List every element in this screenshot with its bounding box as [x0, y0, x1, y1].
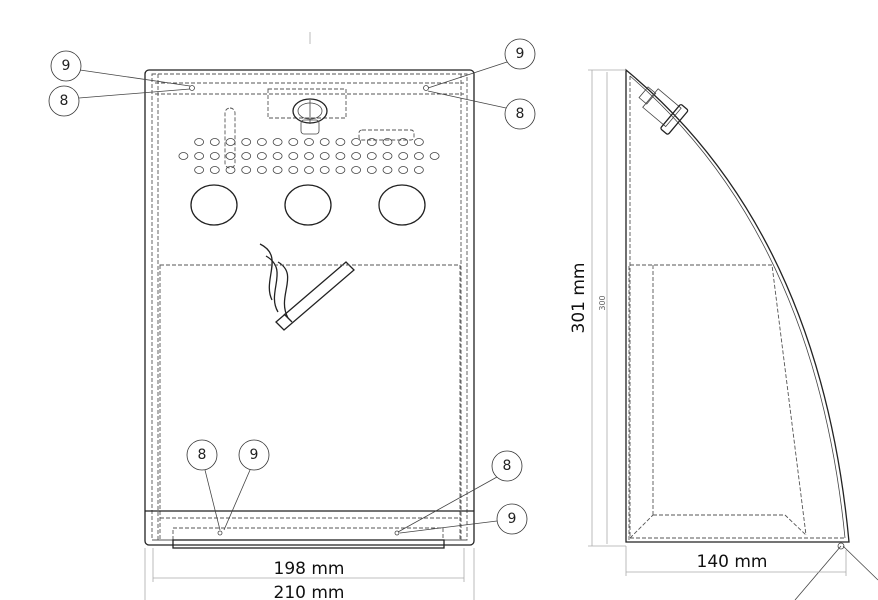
vent-hole	[209, 166, 220, 174]
vent-hole	[241, 166, 252, 174]
callout-circle	[48, 85, 80, 117]
vent-hole	[398, 152, 409, 160]
callout-circle	[504, 98, 536, 130]
vent-hole	[413, 138, 424, 146]
vent-hole	[256, 166, 267, 174]
height-reference-label: 300	[598, 295, 607, 310]
vent-hole	[335, 166, 346, 174]
depth-label: 140 mm	[697, 552, 768, 572]
side-view	[625, 68, 878, 600]
screw-hole	[423, 85, 429, 91]
callout-circle	[491, 450, 523, 482]
vent-holes	[178, 138, 440, 174]
callout-number: 8	[60, 93, 69, 109]
height-label: 301 mm	[569, 263, 589, 334]
vent-hole	[335, 138, 346, 146]
vent-hole	[366, 138, 377, 146]
callout-balloon: 9	[496, 503, 528, 535]
vent-hole	[319, 152, 330, 160]
inner-width-label: 198 mm	[274, 559, 345, 579]
large-opening	[378, 184, 426, 226]
large-opening	[190, 184, 238, 226]
vent-hole	[288, 138, 299, 146]
vent-hole	[241, 152, 252, 160]
vent-hole	[272, 152, 283, 160]
vent-hole	[178, 152, 189, 160]
vent-hole	[225, 166, 236, 174]
vent-hole	[194, 166, 205, 174]
vent-hole	[398, 138, 409, 146]
vent-hole	[319, 166, 330, 174]
window-dashed	[159, 264, 461, 541]
callout-number: 9	[250, 447, 259, 463]
callout-balloon: 9	[50, 50, 82, 82]
front-view	[144, 69, 475, 549]
outer-width-label: 210 mm	[274, 583, 345, 600]
callout-number: 9	[508, 511, 517, 527]
vent-hole	[209, 138, 220, 146]
front-outline	[144, 69, 475, 546]
vent-hole	[319, 138, 330, 146]
vent-hole	[256, 138, 267, 146]
vent-hole	[288, 166, 299, 174]
vent-hole	[398, 166, 409, 174]
vent-hole	[304, 166, 314, 174]
label-area-dashed	[358, 129, 415, 141]
callout-number: 8	[198, 447, 207, 463]
callout-balloon: 8	[186, 439, 218, 471]
vent-hole	[256, 152, 267, 160]
bottom-plate	[172, 539, 445, 549]
vent-hole	[335, 152, 346, 160]
vent-hole	[366, 166, 377, 174]
side-dimensions: 301 mm 300 140 mm	[569, 69, 847, 576]
vent-hole	[272, 138, 283, 146]
lock-icon	[267, 88, 347, 135]
callout-number: 8	[516, 106, 525, 122]
callout-balloon: 8	[48, 85, 80, 117]
vent-hole	[413, 166, 424, 174]
vent-hole	[288, 152, 299, 160]
no-smoking-symbol-icon	[259, 243, 355, 331]
callout-number: 9	[516, 46, 525, 62]
side-outline	[625, 68, 850, 543]
vent-hole	[194, 152, 205, 160]
callout-balloon: 9	[238, 439, 270, 471]
lock-side-icon	[638, 86, 689, 135]
slot-dashed	[224, 107, 236, 169]
callout-balloon: 8	[491, 450, 523, 482]
vent-hole	[413, 152, 424, 160]
vent-hole	[272, 166, 283, 174]
vent-hole	[351, 152, 362, 160]
vent-hole	[225, 138, 236, 146]
callout-circle	[504, 38, 536, 70]
callout-balloon: 8	[504, 98, 536, 130]
vent-hole	[382, 152, 393, 160]
vent-hole	[209, 152, 220, 160]
callout-circle	[50, 50, 82, 82]
vent-hole	[351, 166, 362, 174]
vent-hole	[304, 138, 314, 146]
vent-hole	[304, 152, 314, 160]
vent-hole	[225, 152, 236, 160]
callout-leaders	[78, 61, 508, 534]
vent-hole	[366, 152, 377, 160]
vent-hole	[351, 138, 362, 146]
callout-circle	[496, 503, 528, 535]
large-opening	[284, 184, 332, 226]
vent-hole	[382, 166, 393, 174]
callout-balloon: 9	[504, 38, 536, 70]
callout-number: 9	[62, 58, 71, 74]
vent-hole	[429, 152, 440, 160]
large-openings	[190, 184, 426, 226]
vent-hole	[194, 138, 205, 146]
vent-hole	[382, 138, 393, 146]
front-dimensions: 198 mm 210 mm	[144, 548, 475, 600]
callout-number: 8	[503, 458, 512, 474]
vent-hole	[241, 138, 252, 146]
callout-circle	[186, 439, 218, 471]
screw-hole	[189, 85, 195, 91]
callout-circle	[238, 439, 270, 471]
